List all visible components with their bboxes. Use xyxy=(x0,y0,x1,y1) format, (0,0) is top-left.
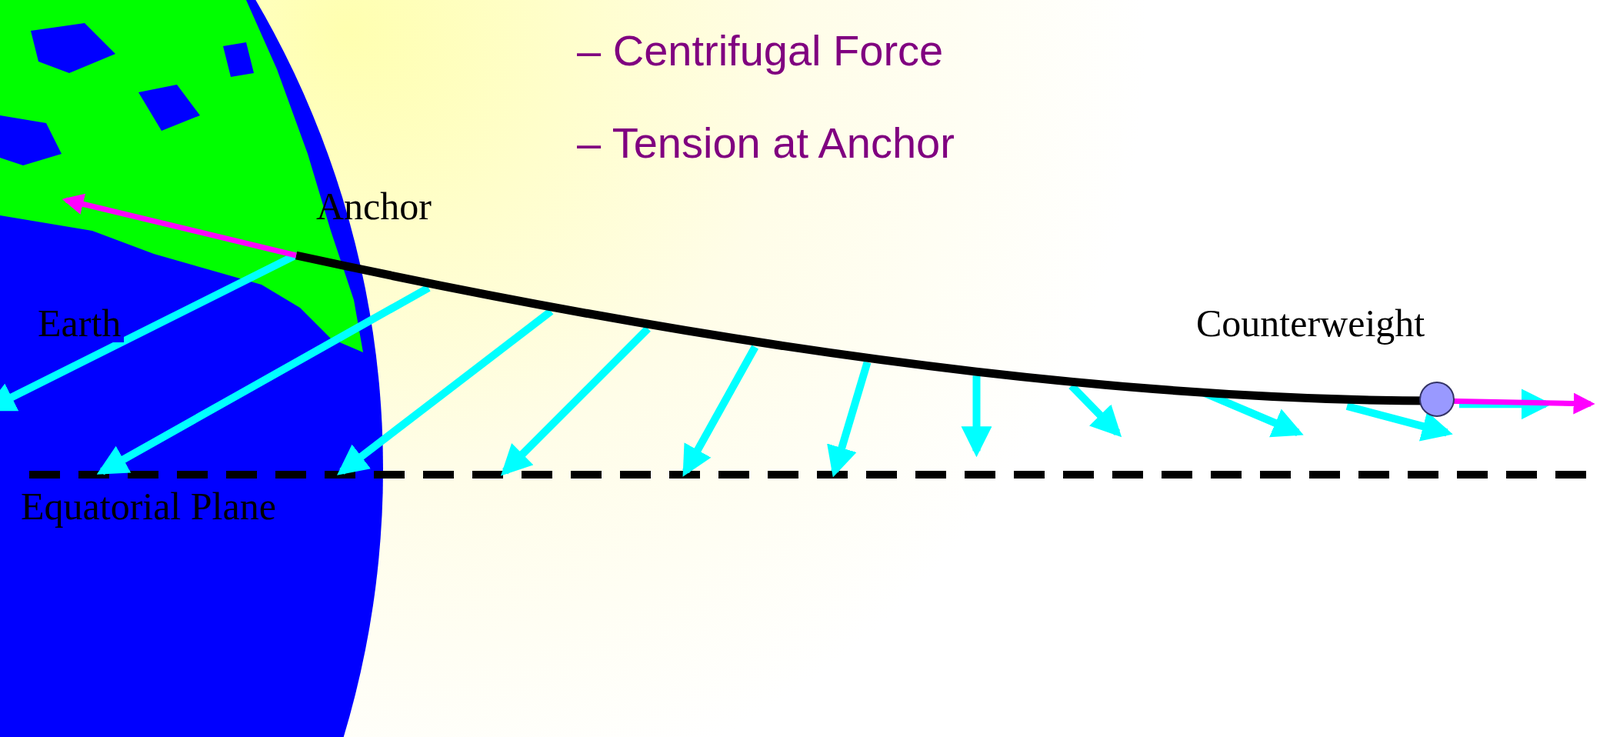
land-masses xyxy=(0,0,364,353)
equatorial-line xyxy=(29,470,1600,479)
force-arrow xyxy=(1071,385,1118,433)
counterweight-tension-arrow xyxy=(1436,400,1591,404)
counterweight-mass xyxy=(1420,382,1454,417)
bullet-item: – Tension at Anchor xyxy=(576,121,955,165)
force-arrow xyxy=(341,311,551,472)
force-arrow xyxy=(505,328,649,472)
bullet-item: – Centrifugal Force xyxy=(576,29,944,73)
force-arrow xyxy=(972,375,980,451)
tether xyxy=(296,255,1437,401)
earth-disc xyxy=(0,0,384,737)
force-arrow xyxy=(685,346,755,472)
anchor-label: Anchor xyxy=(316,186,432,226)
anchor-tension-arrow xyxy=(66,200,297,256)
centrifugal-force-arrows xyxy=(0,255,1547,472)
counterweight-label: Counterweight xyxy=(1196,303,1425,343)
plane-label: Equatorial Plane xyxy=(17,486,280,526)
earth-label: Earth xyxy=(34,303,124,343)
force-arrow xyxy=(834,362,867,472)
